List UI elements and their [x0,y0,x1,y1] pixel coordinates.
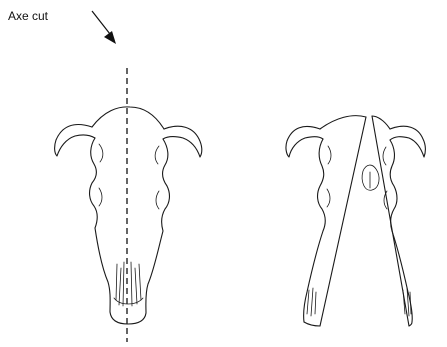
cut-direction-arrow [92,11,116,44]
split-skull [286,116,425,326]
axe-cut-label: Axe cut [8,9,49,23]
whole-skull [55,107,202,324]
